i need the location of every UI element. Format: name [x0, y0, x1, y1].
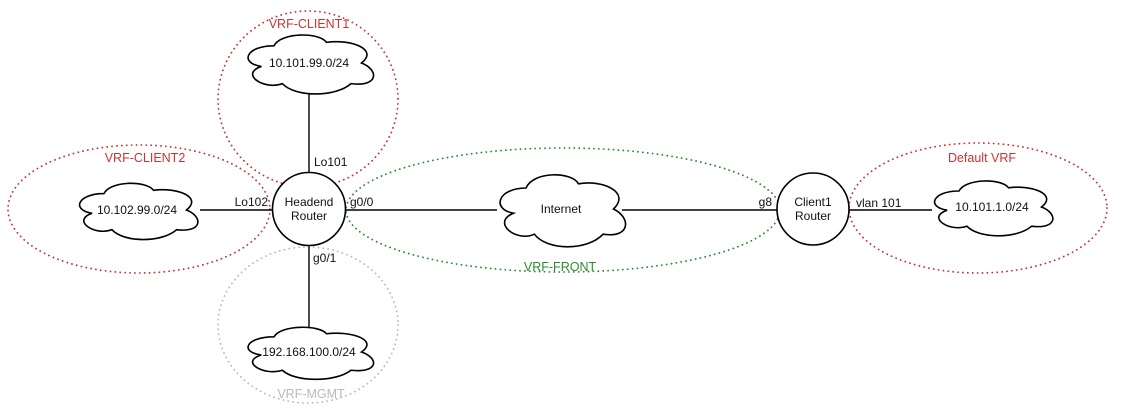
- router-label-line1: Client1: [794, 195, 832, 209]
- network-label: 10.101.1.0/24: [955, 200, 1029, 214]
- zone-label-default-vrf: Default VRF: [948, 151, 1016, 165]
- network-label: 192.168.100.0/24: [262, 345, 356, 359]
- cloud-shape: [248, 327, 373, 379]
- interface-label-vlan101: vlan 101: [856, 196, 902, 210]
- router-label-line1: Headend: [285, 195, 334, 209]
- cloud-node-10-101-1: 10.101.1.0/24: [935, 181, 1053, 236]
- cloud-shape: [80, 183, 198, 239]
- zone-label-vrf-client1: VRF-CLIENT1: [269, 17, 350, 31]
- network-label: 10.102.99.0/24: [97, 203, 177, 217]
- interface-label-g0-0: g0/0: [350, 195, 374, 209]
- zone-boundary-vrf-mgmt: [217, 246, 399, 404]
- cloud-node-192-168-100: 192.168.100.0/24: [248, 327, 373, 379]
- router-circle: [776, 172, 850, 246]
- interface-label-lo101: Lo101: [314, 155, 348, 169]
- cloud-shape: [935, 181, 1053, 236]
- cloud-shape: [500, 175, 625, 247]
- router-label-line2: Router: [795, 209, 831, 223]
- network-label: Internet: [541, 202, 582, 216]
- cloud-node-10-102-99: 10.102.99.0/24: [80, 183, 198, 239]
- router-circle: [271, 171, 347, 247]
- interface-label-g0-1: g0/1: [313, 251, 337, 265]
- router-label-line2: Router: [291, 209, 327, 223]
- zone-boundary-vrf-client1: [217, 10, 399, 188]
- router-node-headend: Headend Router: [271, 171, 347, 247]
- zone-label-vrf-client2: VRF-CLIENT2: [105, 151, 186, 165]
- zone-boundary-vrf-client2: [7, 144, 271, 274]
- interface-label-g8: g8: [759, 195, 773, 209]
- zone-label-vrf-front: VRF-FRONT: [524, 260, 597, 274]
- cloud-shape: [248, 35, 373, 94]
- interface-label-lo102: Lo102: [235, 195, 269, 209]
- cloud-node-10-101-99: 10.101.99.0/24: [248, 35, 373, 94]
- zone-label-vrf-mgmt: VRF-MGMT: [277, 387, 345, 401]
- router-node-client1: Client1 Router: [776, 172, 850, 246]
- cloud-node-internet: Internet: [500, 175, 625, 247]
- network-label: 10.101.99.0/24: [269, 56, 349, 70]
